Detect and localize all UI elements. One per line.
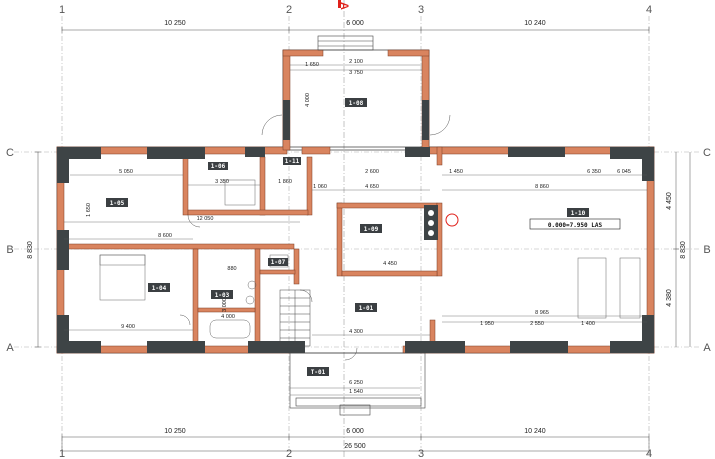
room-tag-1-09: 1-09 — [360, 224, 382, 233]
dim-top-3: 10 240 — [524, 20, 546, 27]
axis-label-c-right: C — [703, 147, 711, 159]
svg-text:1-08: 1-08 — [349, 100, 364, 107]
top-porch-steps — [317, 35, 374, 51]
room-tag-1-08: 1-08 — [345, 98, 367, 107]
svg-text:T-01: T-01 — [311, 369, 326, 376]
axis-label-3-top: 3 — [418, 4, 424, 16]
staircase — [279, 289, 311, 347]
svg-text:1-01: 1-01 — [359, 305, 374, 312]
interior-dim-lines — [64, 64, 647, 396]
dim-lines-top — [61, 27, 650, 33]
dim-misc-18: 2 600 — [365, 169, 379, 175]
dim-misc-2: 3 350 — [215, 179, 229, 185]
svg-text:1-11: 1-11 — [285, 158, 300, 165]
dim-porch-side: 1 650 — [305, 62, 319, 68]
dim-misc-16: 1 450 — [449, 169, 463, 175]
dim-top-2: 6 000 — [346, 20, 364, 27]
window-blocks — [57, 100, 654, 353]
svg-text:1-07: 1-07 — [271, 259, 286, 266]
dim-left: 8 830 — [27, 241, 34, 259]
dim-lines-sides — [35, 151, 691, 348]
dim-entry-inner: 1 540 — [349, 389, 363, 395]
furniture — [99, 179, 641, 339]
dim-top-1: 10 250 — [164, 20, 186, 27]
dim-misc-4: 6 350 — [587, 169, 601, 175]
level-label: 0.000=7.950 LAS — [529, 218, 621, 230]
dim-misc-20: 4 000 — [221, 314, 235, 320]
axis-label-b-left: B — [6, 244, 13, 256]
axis-label-c-left: C — [6, 147, 14, 159]
dim-misc-15: 1 060 — [313, 184, 327, 190]
dim-lines-bottom — [61, 434, 650, 454]
dim-misc-11: 4 450 — [383, 261, 397, 267]
dim-misc-9: 4 300 — [349, 329, 363, 335]
svg-text:1-05: 1-05 — [110, 200, 125, 207]
dim-misc-10: 8 965 — [535, 310, 549, 316]
dim-entry-width: 6 250 — [349, 380, 363, 386]
dim-misc-21: 1 650 — [86, 203, 92, 217]
axis-label-b-right: B — [703, 244, 710, 256]
dim-misc-13: 2 550 — [530, 321, 544, 327]
dim-misc-1: 5 050 — [119, 169, 133, 175]
dim-porch-opening: 2 100 — [349, 59, 363, 65]
dim-misc-19: 3 000 — [222, 298, 228, 312]
room-tag-1-01: 1-01 — [355, 303, 377, 312]
dim-misc-6: 12 050 — [197, 216, 214, 222]
dim-misc-8: 9 400 — [121, 324, 135, 330]
dim-misc-23: 880 — [227, 266, 236, 272]
axis-label-a-left: A — [6, 342, 14, 354]
dim-misc-7: 8 600 — [158, 233, 172, 239]
dim-misc-14: 1 400 — [581, 321, 595, 327]
dim-misc-17: 6 045 — [617, 169, 631, 175]
dim-misc-22: 1 860 — [278, 179, 292, 185]
svg-text:1-10: 1-10 — [571, 210, 586, 217]
section-mark: A — [338, 2, 350, 10]
room-tags: 1-01 1-03 1-04 1-05 1-06 1-07 1-08 1-09 — [106, 98, 589, 376]
axis-label-2-bottom: 2 — [286, 448, 292, 459]
dim-bottom-2: 6 000 — [346, 428, 364, 435]
axis-label-4-top: 4 — [646, 4, 652, 16]
svg-text:1-03: 1-03 — [215, 292, 230, 299]
axis-label-a-right: A — [703, 342, 711, 354]
dim-misc-3: 4 650 — [365, 184, 379, 190]
room-tag-1-07: 1-07 — [268, 258, 288, 266]
room-tag-1-03: 1-03 — [211, 290, 233, 299]
dim-porch-width: 3 750 — [349, 70, 363, 76]
section-arrow-icon — [338, 0, 341, 8]
room-tag-t-01: T-01 — [307, 367, 329, 376]
dim-right-lower: 4 380 — [666, 289, 673, 307]
dim-porch-depth: 4 000 — [305, 93, 311, 107]
dim-misc-12: 1 950 — [480, 321, 494, 327]
room-tag-1-11: 1-11 — [283, 157, 301, 165]
svg-text:1-06: 1-06 — [211, 163, 226, 170]
dim-bottom-3: 10 240 — [524, 428, 546, 435]
axis-label-3-bottom: 3 — [418, 448, 424, 459]
room-tag-1-06: 1-06 — [208, 162, 228, 170]
dim-bottom-1: 10 250 — [164, 428, 186, 435]
svg-text:1-04: 1-04 — [152, 285, 167, 292]
front-porch — [289, 352, 426, 416]
dim-right-total: 8 830 — [680, 241, 687, 259]
dim-right-upper: 4 450 — [666, 192, 673, 210]
door-swings — [179, 114, 451, 361]
room-tag-1-10: 1-10 — [567, 208, 589, 217]
svg-text:0.000=7.950 LAS: 0.000=7.950 LAS — [548, 222, 603, 229]
kitchen-stove — [424, 205, 459, 240]
room-tag-1-05: 1-05 — [106, 198, 128, 207]
svg-text:1-09: 1-09 — [364, 226, 379, 233]
room-tag-1-04: 1-04 — [148, 283, 170, 292]
dim-total: 26 500 — [344, 443, 366, 450]
axis-label-2-top: 2 — [286, 4, 292, 16]
axis-label-1-top: 1 — [59, 4, 65, 16]
dim-misc-5: 8 860 — [535, 184, 549, 190]
